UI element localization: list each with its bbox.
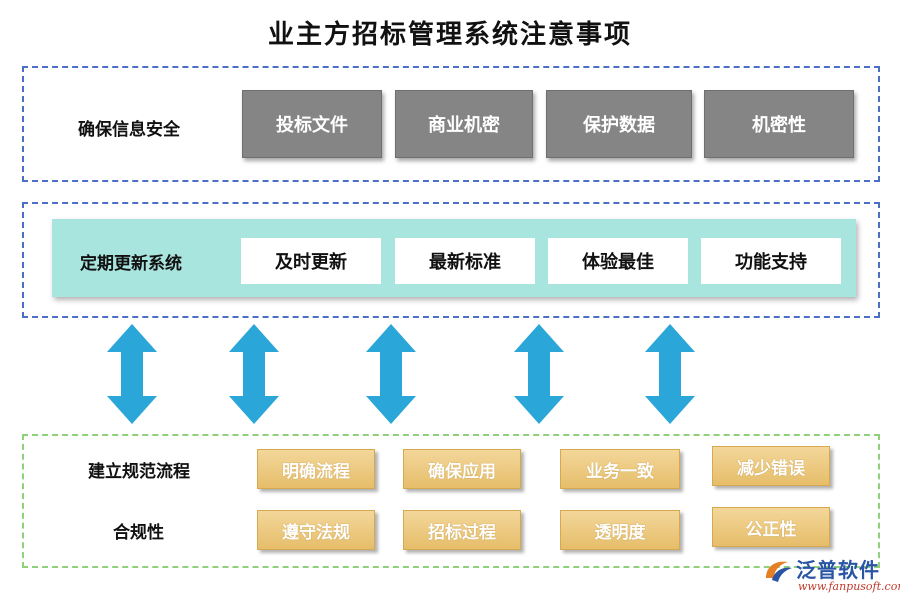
section-update-system [22, 202, 880, 318]
item-timely-update: 及时更新 [241, 238, 381, 284]
item-confidentiality: 机密性 [704, 90, 854, 158]
double-arrow-icon [366, 324, 416, 424]
item-clear-process: 明确流程 [257, 449, 375, 489]
item-bidding-process: 招标过程 [403, 510, 521, 550]
double-arrow-icon [107, 324, 157, 424]
section-label-info-security: 确保信息安全 [78, 120, 180, 140]
item-best-experience: 体验最佳 [548, 238, 688, 284]
item-bid-documents: 投标文件 [242, 90, 382, 158]
item-ensure-application: 确保应用 [403, 449, 521, 489]
double-arrow-icon [645, 324, 695, 424]
section-label-update-system: 定期更新系统 [80, 254, 182, 274]
item-business-consistency: 业务一致 [560, 449, 680, 489]
item-transparency: 透明度 [560, 510, 680, 550]
item-latest-standard: 最新标准 [395, 238, 535, 284]
section-label-compliance: 合规性 [113, 523, 164, 543]
double-arrow-icon [514, 324, 564, 424]
double-arrow-icon [229, 324, 279, 424]
fanpu-logo: 泛普软件 www.fanpusoft.com [762, 552, 900, 598]
page-title: 业主方招标管理系统注意事项 [267, 20, 632, 50]
item-feature-support: 功能支持 [701, 238, 841, 284]
item-fairness: 公正性 [712, 507, 830, 547]
item-obey-regulations: 遵守法规 [257, 510, 375, 550]
logo-url: www.fanpusoft.com [798, 580, 900, 593]
item-protect-data: 保护数据 [546, 90, 692, 158]
fanpu-logo-icon [766, 561, 792, 582]
section-label-standard-process: 建立规范流程 [88, 462, 190, 482]
logo-name: 泛普软件 [796, 558, 880, 582]
section-process-compliance [22, 434, 880, 568]
item-reduce-errors: 减少错误 [712, 446, 830, 486]
section-info-security [22, 66, 880, 182]
item-trade-secrets: 商业机密 [395, 90, 533, 158]
